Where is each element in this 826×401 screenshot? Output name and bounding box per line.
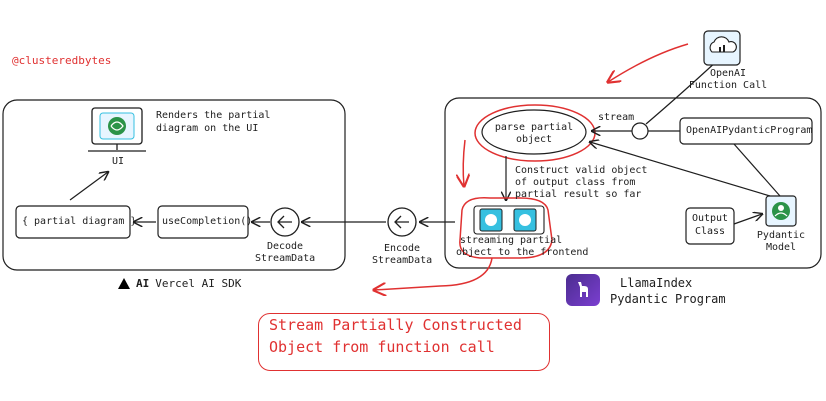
author-handle: @clusteredbytes [12, 54, 112, 67]
model-line2: Model [765, 242, 797, 253]
construct-line2: of output class from [515, 177, 636, 188]
ui-label: UI [111, 156, 125, 167]
red-arrow-openai [608, 43, 689, 82]
output-line1: Output [691, 213, 729, 224]
streaming-box [473, 205, 545, 235]
vercel-sdk-label: AI Vercel AI SDK [118, 277, 241, 290]
parse-line2: object [515, 134, 553, 145]
partial-diagram-box [15, 205, 131, 239]
ui-note-line2: diagram on the UI [156, 123, 259, 134]
use-completion-box [157, 205, 249, 239]
encode-icon [387, 207, 417, 237]
link-junction-to-openai [645, 59, 719, 125]
ui-note-line1: Renders the partial [156, 110, 271, 121]
link-model-to-program [733, 143, 781, 197]
vercel-ai-badge: AI [136, 277, 150, 290]
monitor-icon [88, 107, 146, 152]
arrow-model-to-parse [590, 142, 771, 197]
stream-label: stream [598, 112, 635, 123]
arrow-diagram-to-ui [69, 172, 108, 201]
stream-note-box: Stream Partially Constructed Object from… [258, 313, 550, 371]
streaming-highlight [459, 197, 553, 259]
stream-junction [631, 122, 649, 140]
decode-icon [270, 207, 300, 237]
decode-line2: StreamData [255, 253, 316, 264]
construct-line1: Construct valid object [515, 165, 648, 176]
stream-note-line2: Object from function call [269, 338, 495, 356]
construct-line3: partial result so far [515, 189, 642, 200]
llama-title-line2: Pydantic Program [610, 292, 726, 306]
llama-title-line1: LlamaIndex [620, 276, 693, 290]
red-arrow-down [463, 139, 465, 186]
model-line1: Pydantic [756, 230, 806, 241]
streaming-line2: object to the frontend [456, 247, 589, 258]
cloud-icon [703, 30, 741, 66]
parse-line1: parse partial [494, 122, 574, 133]
arrow-output-to-model [733, 214, 762, 225]
streaming-line1: streaming partial [459, 235, 563, 246]
decode-line1: Decode [266, 241, 304, 252]
encode-line1: Encode [383, 243, 421, 254]
openai-line2: Function Call [688, 80, 768, 91]
vercel-container [2, 99, 346, 271]
llama-logo-icon [566, 274, 600, 306]
partial-diagram-label: { partial diagram } [22, 216, 137, 227]
openai-program-box [679, 117, 813, 145]
vercel-sdk-name: Vercel AI SDK [155, 277, 242, 290]
openai-line1: OpenAI [709, 68, 747, 79]
red-return-path [374, 257, 493, 290]
parse-partial-ellipse [481, 109, 587, 155]
output-line2: Class [694, 226, 726, 237]
llama-container [444, 97, 822, 269]
openai-program-label: OpenAIPydanticProgram [686, 125, 813, 136]
stream-note-line1: Stream Partially Constructed [269, 316, 522, 334]
encode-line2: StreamData [372, 255, 433, 266]
output-class-box [685, 207, 735, 245]
pydantic-model-icon [765, 195, 797, 227]
vercel-logo-icon [118, 278, 130, 289]
use-completion-label: useCompletion() [162, 216, 253, 227]
